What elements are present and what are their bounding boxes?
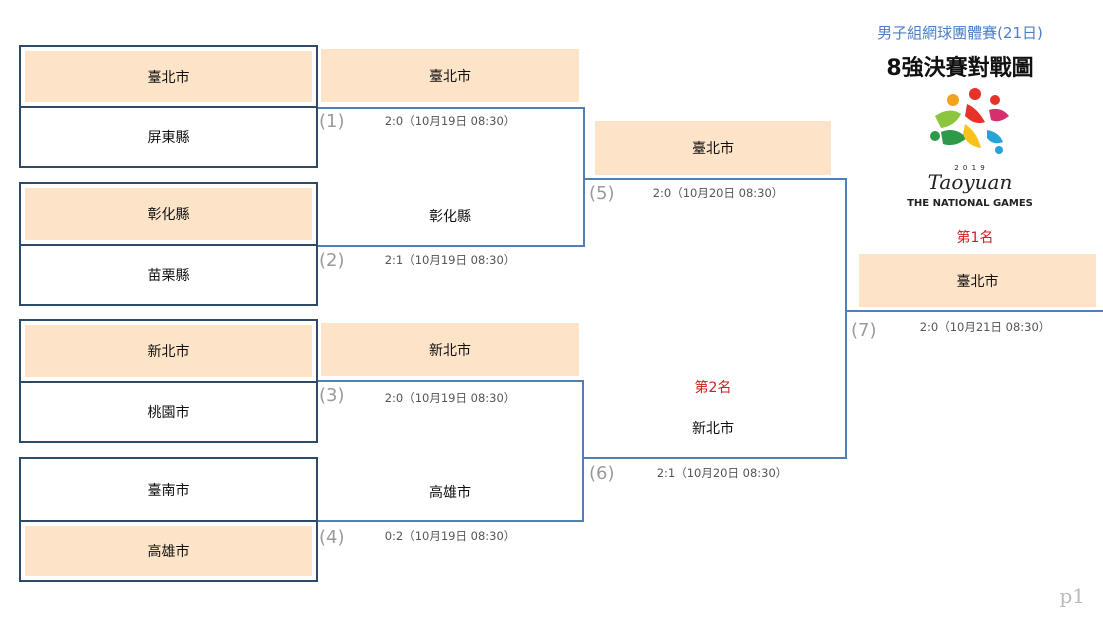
logo-tagline: THE NATIONAL GAMES — [907, 198, 1033, 209]
match-score-1: 2:0（10月19日 08:30） — [384, 114, 516, 128]
bracket-line-m3-vertical — [845, 178, 847, 459]
r2-winner-box-1: 臺北市 — [321, 49, 579, 102]
r1-team-box-5: 新北市 — [19, 319, 318, 383]
second-place-label: 第2名 — [694, 380, 732, 396]
r1-team-label: 桃園市 — [147, 405, 190, 421]
match-score-2: 2:1（10月19日 08:30） — [384, 253, 516, 267]
match-score-5: 2:0（10月20日 08:30） — [652, 186, 784, 200]
champion-box: 臺北市 — [859, 254, 1096, 307]
bracket-line-final — [847, 310, 1103, 312]
r1-team-box-7: 臺南市 — [19, 457, 318, 522]
games-logo: 2 0 1 9 Taoyuan THE NATIONAL GAMES — [905, 86, 1035, 214]
winner-highlight — [25, 325, 312, 377]
logo-year: 2 0 1 9 — [954, 164, 986, 172]
r1-team-box-6: 桃園市 — [19, 381, 318, 443]
winner-highlight — [25, 188, 312, 240]
r1-team-box-1: 臺北市 — [19, 45, 318, 108]
bracket-line-m1-vertical — [583, 107, 585, 247]
r1-team-box-3: 彰化縣 — [19, 182, 318, 246]
r2-winner-box-3: 新北市 — [321, 323, 579, 376]
match-score-7: 2:0（10月21日 08:30） — [919, 320, 1051, 334]
match-score-3: 2:0（10月19日 08:30） — [384, 391, 516, 405]
r1-team-box-8: 高雄市 — [19, 520, 318, 582]
r1-team-label: 新北市 — [147, 344, 190, 360]
r3-winner-box-1: 臺北市 — [595, 121, 831, 175]
r1-team-label: 臺北市 — [147, 69, 190, 86]
first-place-label: 第1名 — [956, 230, 994, 246]
winner-highlight — [25, 51, 312, 102]
bracket-title: 8強決賽對戰圖 — [886, 56, 1034, 81]
bracket-line-m3-bottom — [583, 457, 847, 459]
match-number-5: (5) — [589, 183, 615, 204]
bracket-line-m2-top — [318, 380, 582, 382]
r1-team-box-4: 苗栗縣 — [19, 244, 318, 306]
page-number: p1 — [1059, 584, 1085, 608]
r2-team-label-4: 高雄市 — [429, 485, 471, 501]
bracket-line-m2-vertical — [582, 380, 584, 522]
bracket-line-m2-bottom — [318, 520, 584, 522]
tournament-subtitle: 男子組網球團體賽(21日) — [877, 24, 1043, 42]
r1-team-label: 屏東縣 — [147, 130, 190, 146]
match-number-3: (3) — [319, 385, 345, 406]
r1-team-label: 彰化縣 — [147, 207, 190, 223]
bracket-line-m1-bottom — [318, 245, 584, 247]
match-number-7: (7) — [851, 320, 877, 341]
r1-team-label: 臺南市 — [147, 482, 190, 499]
r3-team-label-2: 新北市 — [692, 421, 734, 437]
match-number-1: (1) — [319, 111, 345, 132]
match-number-2: (2) — [319, 250, 345, 271]
r1-team-label: 苗栗縣 — [147, 268, 190, 284]
r1-team-label: 高雄市 — [147, 544, 190, 560]
bracket-line-m1-top — [318, 107, 584, 109]
match-number-6: (6) — [589, 463, 615, 484]
r2-team-label-2: 彰化縣 — [429, 209, 471, 225]
r1-team-box-2: 屏東縣 — [19, 106, 318, 168]
winner-highlight — [25, 526, 312, 576]
match-number-4: (4) — [319, 527, 345, 548]
bracket-line-m3-top — [584, 178, 847, 180]
match-score-4: 0:2（10月19日 08:30） — [384, 529, 516, 543]
logo-brand: Taoyuan — [927, 170, 1013, 194]
games-logo-emblem — [930, 88, 1009, 154]
match-score-6: 2:1（10月20日 08:30） — [656, 466, 788, 480]
